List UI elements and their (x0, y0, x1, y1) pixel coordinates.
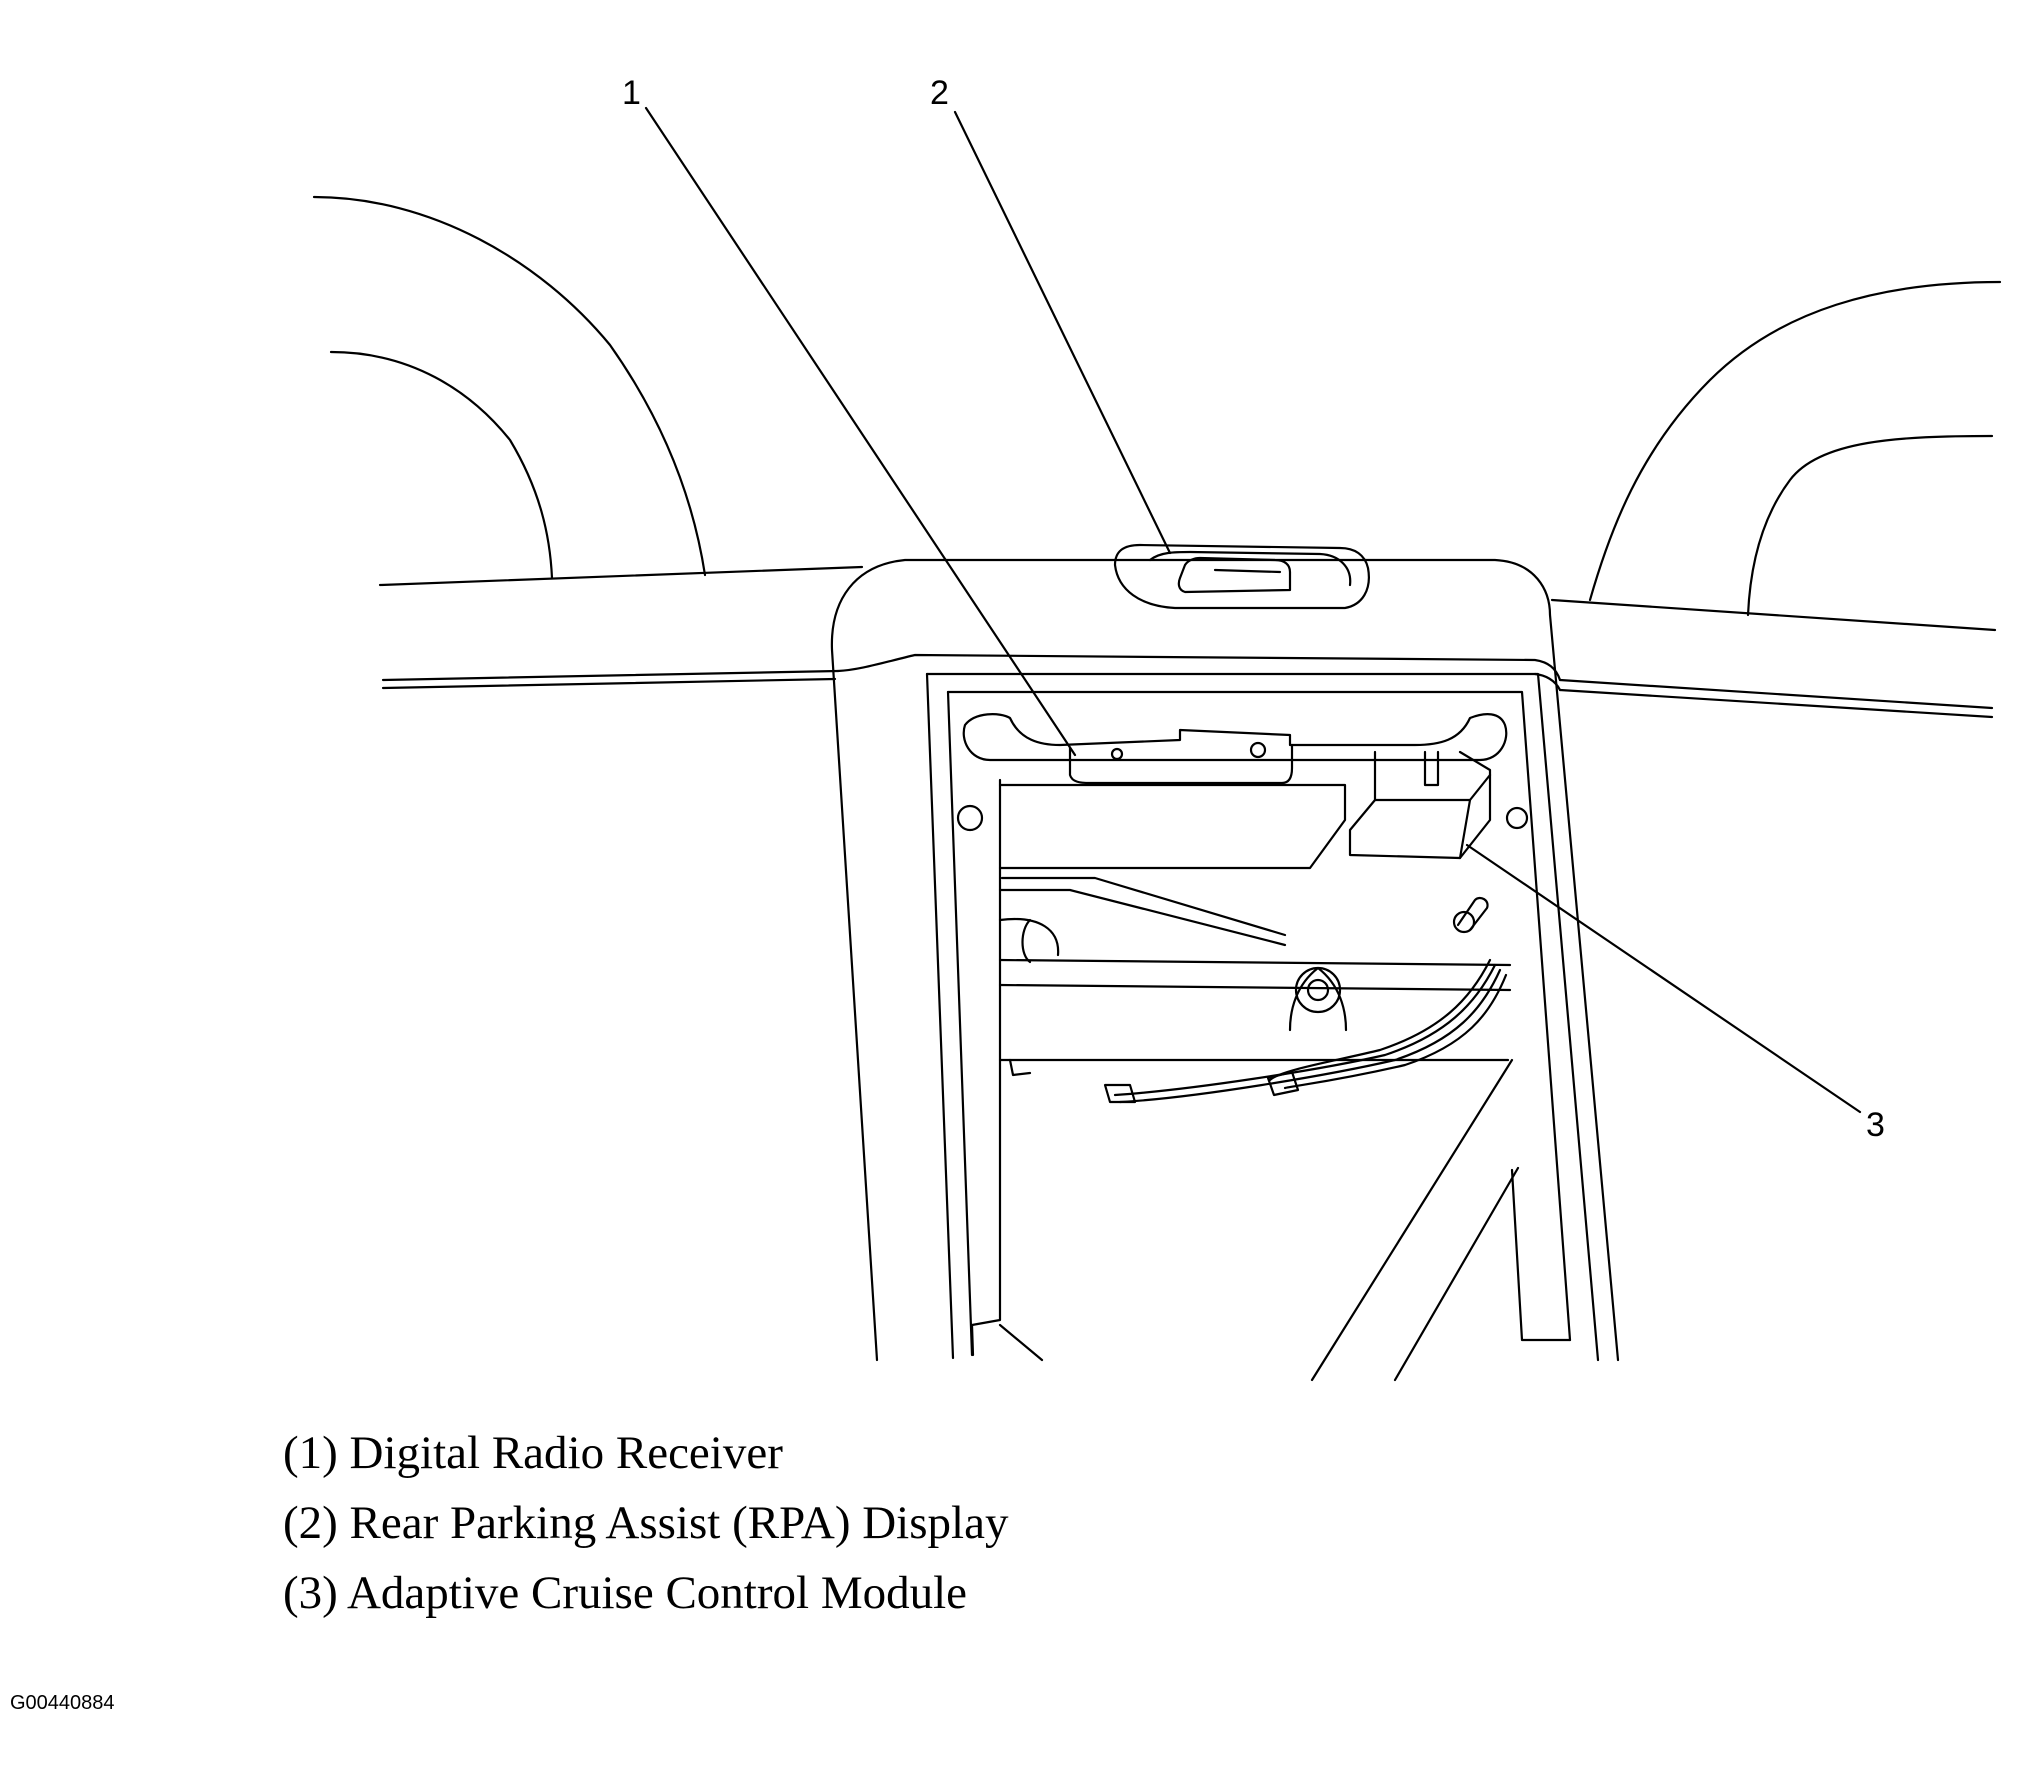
console-interior-parts (998, 896, 1520, 1382)
figure-id: G00440884 (10, 1692, 115, 1714)
callout-2: 2 (930, 74, 949, 112)
leader-line-2 (953, 110, 1172, 555)
leader-line-1 (644, 106, 1077, 757)
leader-lines (644, 106, 1862, 1114)
left-pillar-outline (312, 195, 707, 580)
right-pillar-outline (1588, 280, 2002, 617)
console-shell (830, 558, 1620, 1362)
headliner-lines (378, 565, 1997, 719)
legend-item-3: (3) Adaptive Cruise Control Module (283, 1567, 968, 1619)
legend-item-1: (1) Digital Radio Receiver (283, 1427, 783, 1479)
adaptive-cruise-control-module (1348, 750, 1492, 860)
legend-item-2: (2) Rear Parking Assist (RPA) Display (283, 1497, 1009, 1549)
parts-legend: (1) Digital Radio Receiver (2) Rear Park… (283, 1418, 1008, 1628)
callout-1: 1 (622, 74, 641, 112)
callout-3: 3 (1866, 1106, 1885, 1144)
rpa-display (1113, 543, 1370, 610)
mounting-bracket (956, 713, 1529, 832)
leader-line-3 (1465, 843, 1862, 1114)
digital-radio-receiver (998, 741, 1347, 947)
console-frame (925, 672, 1600, 1362)
